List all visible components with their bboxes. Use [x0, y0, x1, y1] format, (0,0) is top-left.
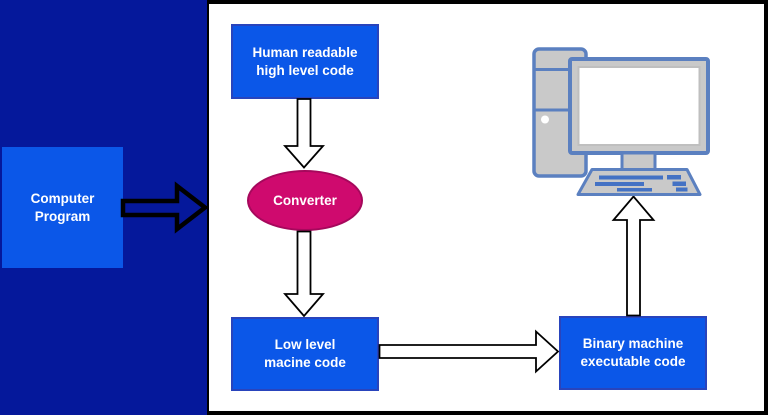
node-computer-program-label-line2: Program: [34, 208, 91, 224]
node-human-readable-label-line2: high level code: [256, 62, 354, 78]
node-low-level-label-line2: macine code: [264, 355, 346, 370]
node-converter-label: Converter: [273, 192, 337, 208]
node-low-level-label-line1: Low level: [274, 337, 336, 353]
node-computer-program: Computer Program: [2, 147, 123, 268]
node-computer-program-label-line1: Computer: [30, 190, 95, 206]
node-human-readable-high-level-code: Human readable high level code: [231, 24, 379, 99]
node-binary-machine-executable-code: Binary machine executable code: [559, 316, 707, 390]
node-human-readable-label-line1: Human readable: [252, 44, 358, 60]
node-converter: Converter: [247, 170, 363, 231]
node-low-level-machine-code: Low level macine code: [231, 317, 379, 391]
node-binary-machine-label-line1: Binary machine: [582, 336, 684, 352]
node-binary-machine-label-line2: executable code: [580, 354, 686, 369]
